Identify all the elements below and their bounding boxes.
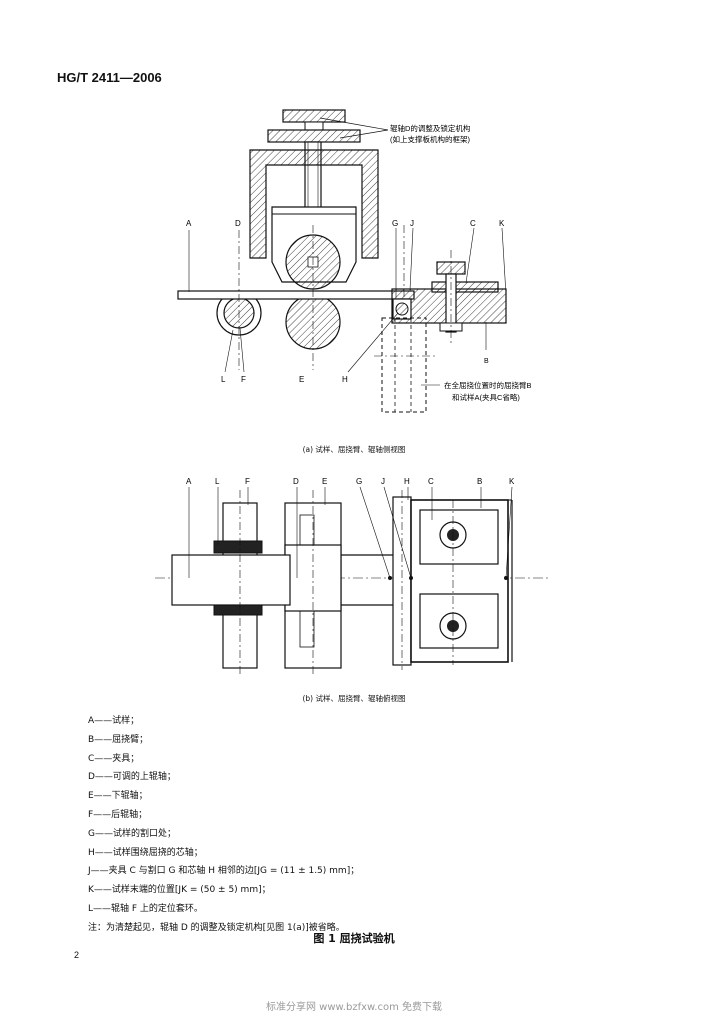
label-b-e: E <box>322 477 327 486</box>
figure-a-caption: (a) 试样、屈挠臂、辊轴侧视图 <box>302 445 406 454</box>
label-b-j: J <box>381 477 385 486</box>
figure-title: 图 1 屈挠试验机 <box>313 932 395 945</box>
label-b-h: H <box>404 477 410 486</box>
legend-item: G——试样的割口处； <box>88 828 176 839</box>
annotation-full-flex: 在全屈挠位置时的屈挠臂B <box>444 380 532 390</box>
label-b-g: G <box>356 477 362 486</box>
annotation-adjust-mechanism: 辊轴D的调整及锁定机构 <box>390 123 471 133</box>
legend-item: K——试样末端的位置[JK = (50 ± 5) mm]； <box>88 885 271 896</box>
legend-item: F——后辊轴； <box>88 809 148 820</box>
specimen-a <box>177 290 415 300</box>
label-l: L <box>221 375 226 384</box>
label-b: B <box>484 358 489 365</box>
figure-b-caption: (b) 试样、屈挠臂、辊轴俯视图 <box>302 694 406 703</box>
legend-item: B——屈挠臂； <box>88 734 149 745</box>
legend-item: D——可调的上辊轴； <box>88 772 176 783</box>
figure-b-top-view: A L F D E G J H C B K <box>155 477 550 675</box>
annotation-full-flex-note: 和试样A(夹具C省略) <box>452 392 520 402</box>
page-header: HG/T 2411—2006 <box>57 70 162 85</box>
specimen-a-top <box>171 554 291 606</box>
label-f: F <box>241 375 246 384</box>
legend-item: L——辊轴 F 上的定位套环。 <box>88 903 203 914</box>
annotation-adjust-mechanism-note: (如上支撑板机构的框架) <box>390 134 470 144</box>
footer-watermark: 标准分享网 www.bzfxw.com 免费下载 <box>266 1002 442 1013</box>
legend-item: J——夹具 C 与割口 G 和芯轴 H 相邻的边[JG = (11 ± 1.5)… <box>88 866 360 877</box>
label-b-c: C <box>428 477 434 486</box>
label-k: K <box>499 219 505 228</box>
label-c: C <box>470 219 476 228</box>
label-b-b: B <box>477 477 482 486</box>
label-j: J <box>410 219 414 228</box>
label-g: G <box>392 219 398 228</box>
figure-a-side-view: 辊轴D的调整及锁定机构 (如上支撑板机构的框架) A D G J C K L F… <box>177 109 532 413</box>
label-b-k: K <box>509 477 515 486</box>
label-e: E <box>299 375 304 384</box>
legend-item: H——试样围绕屈挠的芯轴； <box>88 847 203 858</box>
figure-legend: A——试样； B——屈挠臂； C——夹具； D——可调的上辊轴； E——下辊轴；… <box>88 712 359 938</box>
label-b-f: F <box>245 477 250 486</box>
legend-item: A——试样； <box>88 716 140 726</box>
label-h: H <box>342 375 348 384</box>
label-b-l: L <box>215 477 220 486</box>
label-b-d: D <box>293 477 299 486</box>
adjust-knob <box>282 109 346 123</box>
legend-item: C——夹具； <box>88 753 140 764</box>
collar-l-top-lower <box>213 604 263 616</box>
clamp-c <box>431 281 499 293</box>
page-number: 2 <box>74 950 80 960</box>
support-frame <box>249 149 379 259</box>
legend-note: 注：为清楚起见，辊轴 D 的调整及锁定机构[见图 1(a)]被省略。 <box>88 922 345 933</box>
locking-plate <box>267 129 361 143</box>
flex-arm-full-flex-position <box>381 317 427 413</box>
collar-l-top <box>213 540 263 554</box>
label-a: A <box>186 219 192 228</box>
label-b-a: A <box>186 477 192 486</box>
legend-item: E——下辊轴； <box>88 791 148 802</box>
label-d: D <box>235 219 241 228</box>
